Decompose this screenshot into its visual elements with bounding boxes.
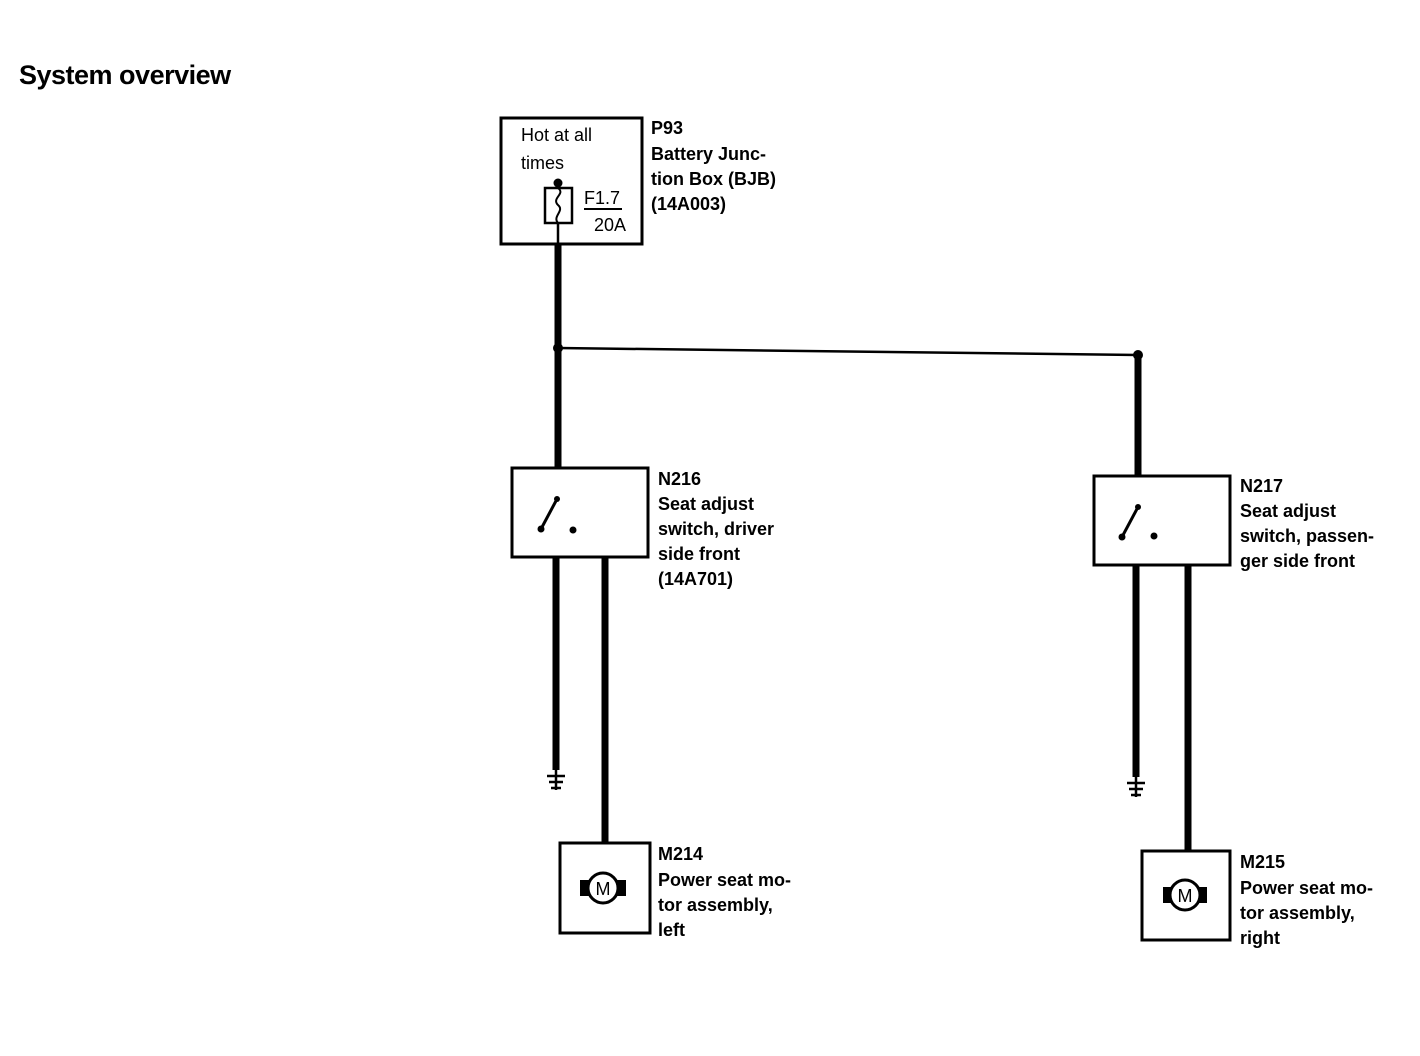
bjb-id: P93 <box>651 118 683 138</box>
wiring <box>552 244 1192 851</box>
switch-driver-box <box>510 466 650 559</box>
switch-driver-component: N216 Seat adjust switch, driver side fro… <box>510 466 774 589</box>
page-title: System overview <box>19 60 231 90</box>
motor-right-id: M215 <box>1240 852 1285 872</box>
switch-icon <box>1118 504 1158 541</box>
bjb-desc-line3: (14A003) <box>651 194 726 214</box>
motor-left-id: M214 <box>658 844 703 864</box>
motor-icon: M <box>580 871 626 905</box>
motor-right-symbol: M <box>1178 886 1193 906</box>
motor-right-desc-line1: Power seat mo- <box>1240 878 1373 898</box>
switch-driver-desc-line1: Seat adjust <box>658 494 754 514</box>
ground-icon <box>547 768 565 790</box>
switch-passenger-component: N217 Seat adjust switch, passen- ger sid… <box>1092 474 1374 571</box>
motor-left-desc-line1: Power seat mo- <box>658 870 791 890</box>
bjb-desc-line2: tion Box (BJB) <box>651 169 776 189</box>
motor-left-desc-line2: tor assembly, <box>658 895 773 915</box>
switch-passenger-desc-line2: switch, passen- <box>1240 526 1374 546</box>
fuse-icon <box>543 178 574 245</box>
bjb-note-line1: Hot at all <box>521 125 592 145</box>
switch-driver-id: N216 <box>658 469 701 489</box>
motor-icon: M <box>1163 878 1207 912</box>
switch-passenger-desc-line3: ger side front <box>1240 551 1355 571</box>
bjb-desc-line1: Battery Junc- <box>651 144 766 164</box>
bjb-component: Hot at all times F1.7 20A P93 Battery Ju… <box>499 116 776 246</box>
switch-passenger-id: N217 <box>1240 476 1283 496</box>
motor-right-component: M M215 Power seat mo- tor assembly, righ… <box>1140 849 1373 948</box>
switch-passenger-box <box>1092 474 1232 567</box>
motor-left-desc-line3: left <box>658 920 685 940</box>
switch-driver-desc-line2: switch, driver <box>658 519 774 539</box>
fuse-rating: 20A <box>594 215 626 235</box>
motor-left-symbol: M <box>596 879 611 899</box>
motor-right-desc-line2: tor assembly, <box>1240 903 1355 923</box>
bjb-box <box>499 116 644 246</box>
wire-splice-crossover <box>557 346 1139 357</box>
motor-right-desc-line3: right <box>1240 928 1280 948</box>
motor-left-component: M M214 Power seat mo- tor assembly, left <box>558 841 791 940</box>
switch-driver-desc-line4: (14A701) <box>658 569 733 589</box>
ground-icon <box>1127 775 1145 797</box>
fuse-id: F1.7 <box>584 188 620 208</box>
bjb-note-line2: times <box>521 153 564 173</box>
switch-driver-desc-line3: side front <box>658 544 740 564</box>
switch-icon <box>537 496 577 534</box>
switch-passenger-desc-line1: Seat adjust <box>1240 501 1336 521</box>
